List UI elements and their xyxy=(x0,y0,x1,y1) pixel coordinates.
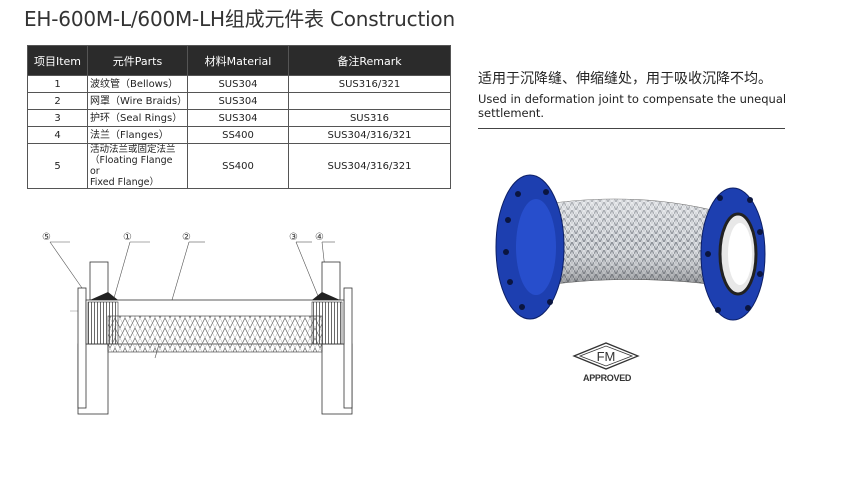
callout-5: ⑤ xyxy=(42,232,51,243)
callout-1: ① xyxy=(123,232,132,243)
cell-remark: SUS304/316/321 xyxy=(288,143,451,189)
cell-part: 活动法兰或固定法兰 （Floating Flange or Fixed Flan… xyxy=(87,143,188,189)
wire-braid-section xyxy=(107,315,323,353)
header-material: 材料Material xyxy=(187,45,289,76)
right-flange xyxy=(321,261,353,415)
callout-2: ② xyxy=(182,232,191,243)
seal-ring-left xyxy=(90,292,118,300)
cell-remark: SUS304/316/321 xyxy=(288,126,451,144)
cross-section-drawing: ⑤ ① ② ③ ④ xyxy=(42,232,353,415)
cell-item: 2 xyxy=(27,92,88,110)
description-english: Used in deformation joint to compensate … xyxy=(478,92,787,120)
cell-material: SS400 xyxy=(187,126,289,144)
fm-logo-text: FM xyxy=(597,349,616,364)
right-flange-bolt-holes xyxy=(705,195,763,313)
fm-approved-label: APPROVED xyxy=(583,373,632,383)
cell-remark xyxy=(288,92,451,110)
cell-remark: SUS316/321 xyxy=(288,75,451,93)
left-flange xyxy=(77,261,109,415)
cell-part: 护环（Seal Rings） xyxy=(87,109,188,127)
cell-item: 5 xyxy=(27,143,88,189)
table-row: 4 法兰（Flanges） SS400 SUS304/316/321 xyxy=(27,126,451,144)
bellows-right xyxy=(311,301,343,345)
header-remark: 备注Remark xyxy=(288,45,451,76)
table-row: 3 护环（Seal Rings） SUS304 SUS316 xyxy=(27,109,451,127)
table-header-row: 项目Item 元件Parts 材料Material 备注Remark xyxy=(27,45,451,76)
cell-item: 1 xyxy=(27,75,88,93)
page-title: EH-600M-L/600M-LH组成元件表 Construction xyxy=(24,7,455,31)
cell-material: SUS304 xyxy=(187,92,289,110)
header-parts: 元件Parts xyxy=(87,45,188,76)
header-item: 项目Item xyxy=(27,45,88,76)
construction-table: 项目Item 元件Parts 材料Material 备注Remark 1 波纹管… xyxy=(27,45,451,189)
cell-material: SUS304 xyxy=(187,109,289,127)
description-chinese: 适用于沉降缝、伸缩缝处，用于吸收沉降不均。 xyxy=(478,71,772,87)
left-flange-bolt-holes xyxy=(503,189,553,310)
cell-material: SUS304 xyxy=(187,75,289,93)
product-photo xyxy=(495,174,766,321)
cell-part: 网罩（Wire Braids） xyxy=(87,92,188,110)
cell-part: 波纹管（Bellows） xyxy=(87,75,188,93)
table-row: 1 波纹管（Bellows） SUS304 SUS316/321 xyxy=(27,75,451,93)
cell-material: SS400 xyxy=(187,143,289,189)
cell-item: 4 xyxy=(27,126,88,144)
cell-remark: SUS316 xyxy=(288,109,451,127)
callout-3: ③ xyxy=(289,232,298,243)
cell-item: 3 xyxy=(27,109,88,127)
fm-approved-logo: FM xyxy=(572,342,640,370)
bellows-left xyxy=(87,301,119,345)
cell-part: 法兰（Flanges） xyxy=(87,126,188,144)
seal-ring-right xyxy=(312,292,340,300)
callout-4: ④ xyxy=(315,232,324,243)
table-row: 5 活动法兰或固定法兰 （Floating Flange or Fixed Fl… xyxy=(27,143,451,189)
description-divider xyxy=(478,128,785,129)
table-row: 2 网罩（Wire Braids） SUS304 xyxy=(27,92,451,110)
